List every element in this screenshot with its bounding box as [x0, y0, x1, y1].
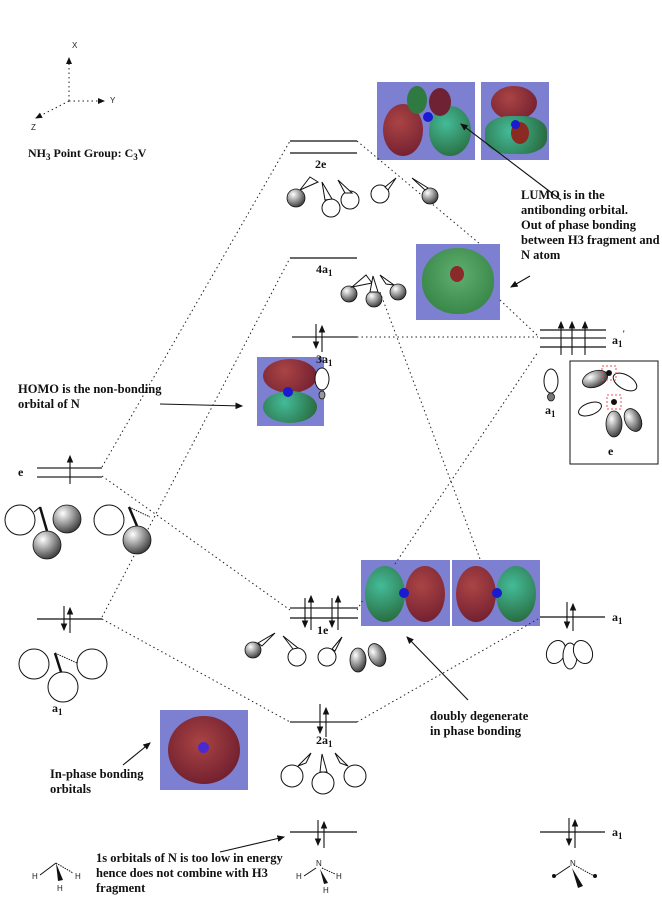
svg-text:H: H	[32, 872, 38, 881]
h3-a1-orbital-sketch	[18, 648, 108, 703]
1e-orbital-sketch	[244, 632, 387, 673]
axis-x-label: X	[72, 41, 78, 50]
2a1-orbital-sketch	[280, 752, 367, 795]
svg-text:H: H	[336, 872, 342, 881]
doubly-degenerate-annotation: doubly degenerate in phase bonding	[430, 709, 529, 738]
svg-text:2e: 2e	[315, 157, 327, 171]
svg-text:a1: a1	[612, 825, 623, 841]
in-phase-annotation: In-phase bonding orbitals	[50, 767, 144, 796]
mo-level-1a1-core	[290, 820, 357, 848]
n-level-1s: a1	[540, 818, 623, 848]
svg-text:a1: a1	[612, 610, 623, 626]
h3-e-orbital-sketch-1	[4, 504, 82, 560]
h3-level-a1: a1	[37, 606, 102, 717]
2e-orbital-sketch	[286, 176, 439, 218]
2a1-orbital-image	[160, 710, 248, 790]
core-1s-annotation: 1s orbitals of N is too low in energy he…	[96, 851, 283, 895]
lumo-4a1-orbital-image	[416, 244, 500, 320]
homo-orbital-image	[257, 357, 324, 426]
mo-level-3a1: 3a1	[292, 324, 357, 368]
svg-text:e: e	[608, 444, 614, 458]
n-e-orbital-box: e	[569, 360, 659, 465]
in-phase-arrow	[122, 742, 151, 766]
svg-text:a1: a1	[545, 403, 556, 419]
svg-text:N: N	[316, 859, 322, 868]
mo-level-4a1: 4a1	[290, 257, 357, 278]
correlation-lines	[101, 140, 539, 723]
svg-text:H: H	[296, 872, 302, 881]
lumo-orbital-image-1	[377, 82, 475, 160]
homo-annotation: HOMO is the non-bonding orbital of N	[18, 382, 162, 411]
svg-text:a1: a1	[52, 701, 63, 717]
point-group-title: NH3 Point Group: C3V	[28, 146, 147, 162]
core-1s-arrow	[219, 835, 286, 853]
h3-e-orbital-sketch-2	[93, 504, 152, 555]
nh3-structure: N H H H	[296, 859, 342, 895]
n-level-2s: a1	[540, 602, 623, 631]
svg-text:2a1: 2a1	[316, 733, 333, 749]
n-atom-structure: N	[552, 859, 597, 888]
svg-text:N: N	[570, 859, 576, 868]
lumo-annotation: LUMO is in the antibonding orbital. Out …	[521, 188, 660, 262]
mo-level-2a1: 2a1	[290, 704, 357, 749]
h3-fragment-structure: H H H	[32, 862, 81, 893]
mo-level-1e: 1e	[290, 594, 358, 637]
svg-text:H: H	[75, 872, 81, 881]
n-a1-p-orbital: a1	[543, 368, 559, 419]
mo-level-2e: 2e	[290, 140, 357, 171]
lumo-4a1-arrow	[510, 275, 531, 288]
svg-text:e: e	[18, 465, 24, 479]
lumo-arrow	[460, 123, 562, 201]
axis-y-label: Y	[110, 96, 116, 105]
svg-text:a1': a1'	[612, 329, 625, 349]
lumo-orbital-image-2	[481, 82, 549, 160]
svg-text:1e: 1e	[317, 623, 329, 637]
homo-arrow	[159, 402, 244, 410]
4a1-orbital-sketch	[340, 274, 407, 308]
svg-text:4a1: 4a1	[316, 262, 333, 278]
svg-text:H: H	[323, 886, 329, 895]
1e-orbital-image-2	[452, 560, 540, 626]
svg-text:H: H	[57, 884, 63, 893]
svg-text:3a1: 3a1	[316, 352, 333, 368]
n-level-2p: a1'	[540, 320, 625, 355]
doubly-degenerate-arrow	[406, 636, 469, 701]
axes-icon: X Y Z	[31, 41, 116, 132]
h3-level-e: e	[18, 454, 102, 484]
n-a1-2s-orbital-sketch	[545, 639, 594, 670]
axis-z-label: Z	[31, 123, 36, 132]
3a1-orbital-sketch	[314, 367, 330, 400]
1e-orbital-image-1	[361, 560, 450, 626]
